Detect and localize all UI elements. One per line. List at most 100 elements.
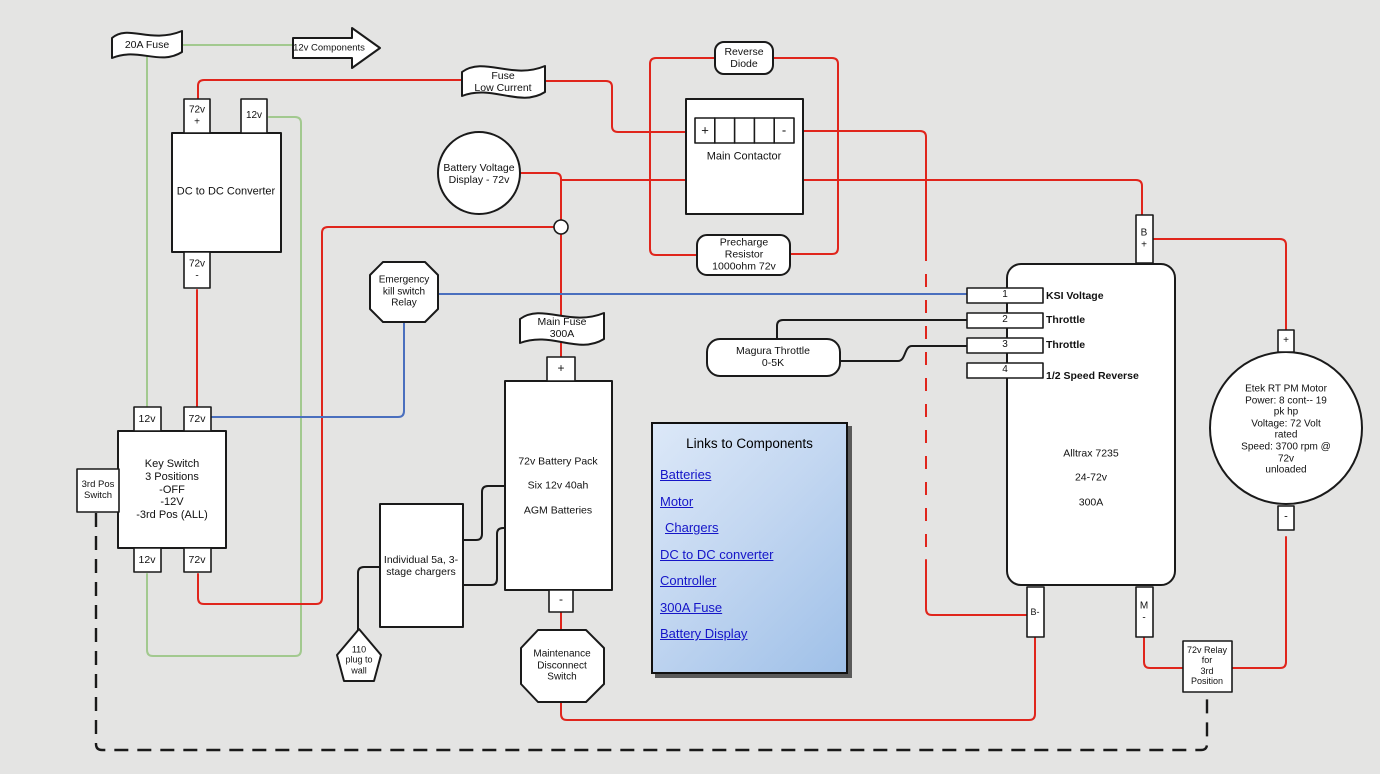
label-input-1: 1 (1002, 289, 1008, 301)
label-input-3: 3 (1002, 339, 1008, 351)
label-key-switch: Key Switch 3 Positions -OFF -12V -3rd Po… (136, 458, 208, 522)
label-20a-fuse: 20A Fuse (124, 38, 170, 51)
label-motor-minus: - (1284, 510, 1288, 523)
dcdc-shape (171, 132, 282, 253)
wire-bplus-to-motor (1152, 238, 1287, 331)
link-controller[interactable]: Controller (660, 573, 717, 588)
label-half-speed-reverse: 1/2 Speed Reverse (1046, 370, 1139, 382)
wire-contactor-coil-top (802, 130, 927, 249)
wire-throttle-input3 (839, 345, 968, 362)
wire-charger-plug (357, 566, 384, 632)
battery-pack-shape (504, 380, 613, 591)
label-controller: Alltrax 7235 24-72v 300A (1063, 447, 1119, 509)
label-motor-plus: + (1283, 335, 1289, 347)
label-3rd-pos-switch: 3rd Pos Switch (81, 478, 115, 501)
blue-wires (210, 293, 968, 418)
input-2-box (966, 312, 1044, 329)
input-3-box (966, 337, 1044, 354)
label-reverse-diode: Reverse Diode (724, 45, 764, 70)
label-chargers: Individual 5a, 3- stage chargers (383, 553, 459, 578)
wire-display-stub (519, 172, 562, 228)
link-chargers[interactable]: Chargers (665, 520, 719, 535)
label-contactor-minus: - (781, 122, 787, 138)
dcdc-72v-minus-terminal (183, 251, 211, 289)
controller-shape (1006, 263, 1176, 586)
label-magura-throttle: Magura Throttle 0-5K (736, 344, 810, 369)
label-dcdc-72v-plus: 72v + (188, 104, 206, 127)
label-key-bottom-12v: 12v (138, 553, 156, 566)
label-maintenance-switch: Maintenance Disconnect Switch (533, 648, 591, 683)
link-motor[interactable]: Motor (660, 493, 694, 509)
link-300a-fuse[interactable]: 300A Fuse (660, 599, 723, 615)
label-main-contactor: Main Contactor (706, 150, 782, 163)
third-pos-switch-shape (76, 468, 120, 513)
label-motor: Etek RT PM Motor Power: 8 cont-- 19 pk h… (1241, 383, 1331, 476)
b-plus-terminal (1135, 214, 1154, 264)
label-relay-72v: 72v Relay for 3rd Position (1186, 645, 1228, 687)
label-m-minus: M - (1139, 600, 1149, 623)
label-b-plus: B + (1140, 227, 1148, 250)
m-minus-terminal (1135, 586, 1154, 638)
links-panel: Links to Components Batteries Motor Char… (651, 422, 848, 674)
key-bottom-72v-terminal (183, 547, 212, 573)
label-dcdc-72v-minus: 72v - (188, 258, 206, 281)
motor-minus-terminal (1277, 505, 1295, 531)
relay-72v-shape (1182, 640, 1233, 693)
label-battery-minus: - (559, 592, 563, 607)
junction-dot (553, 219, 569, 235)
label-12v-components: 12v Components (293, 42, 365, 54)
links-panel-title: Links to Components (686, 436, 813, 451)
contactor-terminal-strip (694, 117, 795, 144)
label-input-4: 4 (1002, 364, 1008, 376)
label-battery-pack: 72v Battery Pack Six 12v 40ah AGM Batter… (518, 455, 598, 517)
label-main-fuse: Main Fuse 300A (537, 315, 587, 340)
component-shapes (76, 27, 1363, 703)
wire-dcdc-to-lowfuse (197, 79, 463, 134)
fuse-low-current-shape (461, 65, 546, 99)
label-key-top-12v: 12v (138, 412, 156, 425)
maintenance-switch-shape (520, 629, 605, 703)
label-battery-voltage-display: Battery Voltage Display - 72v (443, 161, 515, 186)
key-top-12v-terminal (133, 406, 162, 432)
wire-charger-battery-2 (462, 527, 506, 586)
battery-minus-terminal (548, 589, 574, 613)
wire-diode-left-precharge (649, 57, 716, 256)
label-fuse-low-current: Fuse Low Current (474, 69, 532, 94)
label-emergency-relay: Emergency kill switch Relay (378, 274, 430, 309)
link-battery-display[interactable]: Battery Display (660, 626, 748, 641)
wire-contactor-coil-to-bminus (925, 559, 1028, 616)
fuse-20a-shape (111, 30, 183, 59)
dcdc-72v-plus-terminal (183, 98, 211, 134)
label-throttle-2: Throttle (1046, 339, 1086, 351)
key-top-72v-terminal (183, 406, 212, 432)
link-batteries[interactable]: Batteries (660, 467, 712, 482)
label-key-bottom-72v: 72v (188, 553, 206, 566)
input-4-box (966, 362, 1044, 379)
b-minus-terminal (1026, 586, 1045, 638)
arrow-12v-components (292, 27, 381, 69)
green-wires (146, 44, 302, 657)
wire-dcdc12v-loop (146, 116, 302, 657)
label-110-plug: 110 plug to wall (345, 644, 373, 676)
emergency-relay-shape (369, 261, 439, 323)
red-wires (196, 57, 1287, 721)
precharge-resistor-shape (696, 234, 791, 276)
input-1-box (966, 287, 1044, 304)
wire-throttle-input2 (776, 319, 968, 340)
motor-plus-terminal (1277, 329, 1295, 353)
battery-plus-terminal (546, 356, 576, 382)
label-battery-plus: + (557, 361, 565, 376)
key-bottom-12v-terminal (133, 547, 162, 573)
label-throttle-1: Throttle (1046, 314, 1086, 326)
label-dcdc-converter: DC to DC Converter (176, 185, 276, 198)
label-b-minus: B- (1030, 606, 1040, 617)
main-fuse-shape (519, 312, 605, 346)
wire-main-to-bplus (560, 179, 1143, 216)
wire-junction-to-keyswitch (197, 226, 562, 605)
label-ksi-voltage: KSI Voltage (1046, 290, 1104, 302)
link-dc-to-dc-converter[interactable]: DC to DC converter (660, 546, 774, 562)
wire-diode-right-precharge (772, 57, 839, 255)
wire-3rd-pos-dashed (94, 513, 1209, 752)
